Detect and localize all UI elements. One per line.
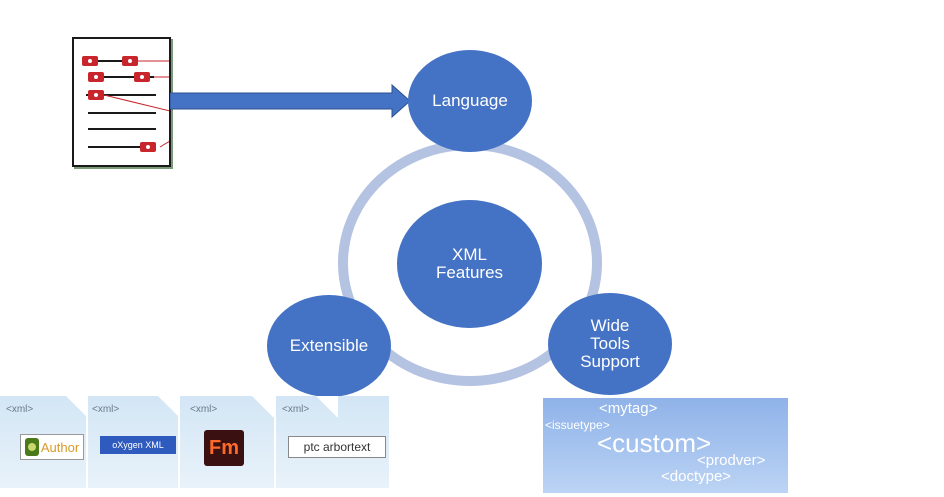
node-xml-features: XML Features bbox=[397, 200, 542, 328]
tool-card-xmetal: <xml> Author bbox=[0, 396, 88, 488]
framemaker-text: Fm bbox=[209, 436, 239, 459]
page-fold-icon bbox=[66, 396, 88, 418]
ptc-arbortext-logo: ptc arbortext bbox=[288, 436, 386, 458]
xml-tag-label: <xml> bbox=[282, 404, 310, 415]
page-fold-icon bbox=[158, 396, 180, 418]
xmetal-author-text: Author bbox=[40, 439, 80, 455]
node-wide-tools-support: Wide Tools Support bbox=[548, 293, 672, 395]
center-node-label: XML Features bbox=[435, 245, 504, 282]
custom-tags-box: <mytag> <issuetype> <custom> <prodver> <… bbox=[543, 398, 788, 493]
xml-document-icon bbox=[72, 37, 171, 167]
node-language-label: Language bbox=[432, 91, 508, 110]
page-fold-icon bbox=[316, 396, 338, 418]
page-fold-icon bbox=[252, 396, 276, 420]
xml-tools-strip: <xml> Author <xml> oXygen XML <xml> Fm <… bbox=[0, 396, 389, 492]
node-language: Language bbox=[408, 50, 532, 152]
right-arrow bbox=[170, 84, 411, 118]
node-extensible-label: Extensible bbox=[289, 336, 369, 355]
xmetal-author-logo: Author bbox=[20, 434, 84, 460]
xml-tag-label: <xml> bbox=[92, 404, 120, 415]
tag-custom: <custom> bbox=[597, 428, 712, 458]
tag-mytag: <mytag> bbox=[599, 400, 658, 417]
xml-tag-label: <xml> bbox=[190, 404, 218, 415]
tag-issuetype: <issuetype> bbox=[545, 418, 610, 432]
framemaker-logo: Fm bbox=[204, 430, 244, 466]
tool-card-framemaker: <xml> Fm bbox=[180, 396, 276, 488]
tag-doctype: <doctype> bbox=[661, 468, 732, 485]
tag-prodver: <prodver> bbox=[697, 452, 766, 469]
tool-card-arbortext: <xml> ptc arbortext bbox=[276, 396, 389, 488]
tool-card-oxygen: <xml> oXygen XML bbox=[88, 396, 180, 488]
xml-tag-label: <xml> bbox=[6, 404, 34, 415]
oxygen-xml-text: oXygen XML bbox=[112, 440, 164, 450]
oxygen-xml-logo: oXygen XML bbox=[100, 436, 176, 454]
ptc-arbortext-text: ptc arbortext bbox=[303, 440, 371, 454]
node-wide-tools-label: Wide Tools Support bbox=[580, 316, 640, 371]
xmetal-icon bbox=[24, 438, 39, 456]
node-extensible: Extensible bbox=[267, 295, 391, 397]
document-lines bbox=[82, 56, 171, 152]
